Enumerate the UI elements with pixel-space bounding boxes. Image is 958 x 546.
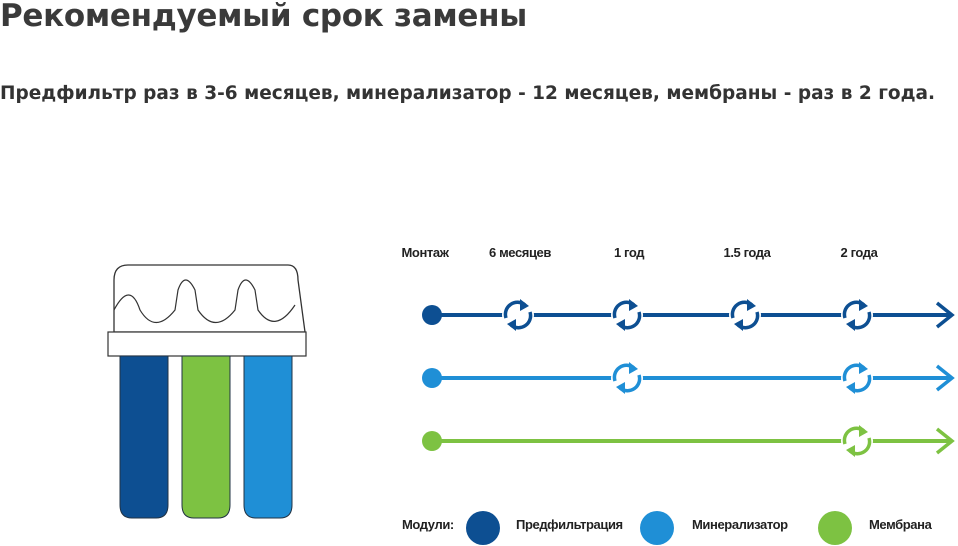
legend-dot-prefilter <box>466 511 500 545</box>
legend-title: Модули: <box>402 517 454 532</box>
timeline-row <box>422 299 955 331</box>
start-dot <box>422 305 442 325</box>
replace-cycle-icon <box>729 299 761 331</box>
arrow-head-icon <box>935 301 955 329</box>
replacement-subtitle: Предфильтр раз в 3-6 месяцев, минерализа… <box>0 83 936 104</box>
replace-cycle-icon <box>841 362 873 394</box>
replace-cycle-icon <box>841 425 873 457</box>
replace-cycle-icon <box>502 299 534 331</box>
filter-housing-cap <box>113 264 306 333</box>
milestone-label: Монтаж <box>401 245 449 260</box>
filter-cartridge <box>181 355 231 519</box>
legend-prefilter: Предфильтрация <box>516 517 623 532</box>
start-dot <box>422 431 442 451</box>
legend-membrane: Мембрана <box>869 517 932 532</box>
milestone-label: 6 месяцев <box>489 245 551 260</box>
start-dot <box>422 368 442 388</box>
replace-cycle-icon <box>841 299 873 331</box>
legend-dot-mineralizer <box>640 511 674 545</box>
legend-mineralizer: Минерализатор <box>692 517 788 532</box>
arrow-head-icon <box>935 364 955 392</box>
filter-cartridge <box>243 355 293 519</box>
filter-cartridge <box>119 355 169 519</box>
replace-cycle-icon <box>611 299 643 331</box>
timeline-row <box>422 425 955 457</box>
milestone-label: 2 года <box>840 245 878 260</box>
milestone-label: 1.5 года <box>723 245 771 260</box>
timeline-row <box>422 362 955 394</box>
page-title: Рекомендуемый срок замены <box>0 0 527 34</box>
arrow-head-icon <box>935 427 955 455</box>
filter-system-illustration <box>107 264 307 519</box>
replace-cycle-icon <box>611 362 643 394</box>
legend-dot-membrane <box>818 511 852 545</box>
milestone-label: 1 год <box>613 245 645 260</box>
